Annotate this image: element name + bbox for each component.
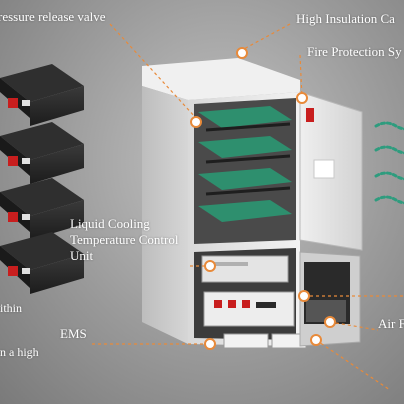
airflow-arrows (374, 121, 404, 205)
within-label: ithin (0, 301, 23, 315)
pressure-release-valve-label: ressure release valve (0, 9, 106, 24)
high-label: n a high (0, 345, 39, 359)
callout-marker (310, 334, 322, 346)
callout-marker (236, 47, 248, 59)
fire-suppression-unit (306, 108, 314, 122)
battery-module (0, 122, 84, 184)
high-insulation-label: High Insulation Ca (296, 11, 395, 26)
fire-protection-label: Fire Protection Sy (307, 44, 402, 59)
callout-marker (190, 116, 202, 128)
battery-module (0, 178, 84, 240)
liquid-cooling-label: Liquid Cooling Temperature Control Unit (70, 216, 179, 263)
callout-markers (190, 47, 336, 350)
lower-bay-units (201, 255, 307, 349)
cabinet-door-lower (299, 251, 361, 347)
battery-module-stack (0, 64, 84, 294)
ems-label: EMS (60, 326, 87, 341)
callout-marker (324, 316, 336, 328)
callout-marker (296, 92, 308, 104)
battery-module (0, 232, 84, 294)
battery-module (0, 64, 84, 126)
callout-marker (204, 338, 216, 350)
air-label: Air F (378, 316, 404, 331)
callout-marker (204, 260, 216, 272)
callout-lines (92, 23, 404, 391)
cabinet-door-upper (299, 91, 363, 251)
callout-marker (298, 290, 310, 302)
liquid-cooling-plates (198, 106, 292, 222)
